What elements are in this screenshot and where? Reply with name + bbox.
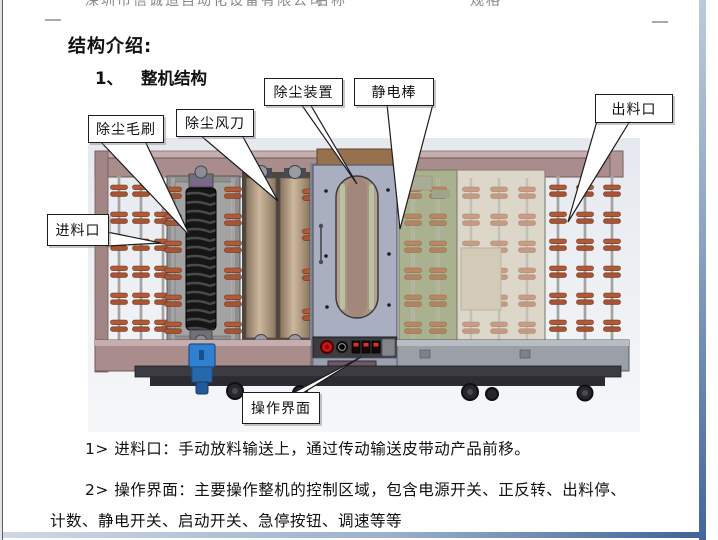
outlet-rollers bbox=[550, 176, 621, 344]
window-left-edge bbox=[0, 0, 2, 540]
outlet-enclosure bbox=[398, 169, 546, 346]
callout-air-knife: 除尘风刀 bbox=[176, 109, 254, 137]
margin-crop-mark-right bbox=[652, 21, 668, 23]
window-bottom-border bbox=[3, 532, 699, 538]
callout-control-panel: 操作界面 bbox=[242, 392, 320, 424]
machine-base-frame bbox=[94, 339, 630, 402]
air-knife-section bbox=[242, 165, 320, 348]
paragraph-panel-description: 2> 操作界面：主要操作整机的控制区域，包含电源开关、正反转、出料停、 bbox=[85, 481, 627, 499]
paragraph-inlet-description: 1> 进料口：手动放料输送上，通过传动输送皮带动产品前移。 bbox=[85, 440, 531, 458]
window-right-border bbox=[699, 0, 706, 540]
led-displays bbox=[351, 340, 381, 354]
callout-leaders bbox=[98, 103, 632, 394]
paragraph-panel-description-cont: 计数、静电开关、启动开关、急停按钮、调速等等 bbox=[50, 512, 403, 530]
control-panel bbox=[312, 336, 398, 373]
page-header-fragment: 名称 bbox=[315, 0, 347, 8]
page-title: 结构介绍: bbox=[68, 36, 153, 57]
callout-inlet: 进料口 bbox=[47, 214, 109, 246]
section-number: 1、 bbox=[95, 69, 123, 88]
page-header-fragment: 规格 bbox=[470, 0, 502, 8]
page-header-fragment: 深圳市信诚造自动化设备有限公司 bbox=[85, 0, 325, 8]
callout-dust-brush: 除尘毛刷 bbox=[88, 115, 164, 143]
section-title: 整机结构 bbox=[140, 69, 207, 88]
section-heading: 1、整机结构 bbox=[95, 65, 207, 89]
page-left-border bbox=[2, 0, 3, 540]
callout-outlet: 出料口 bbox=[595, 94, 673, 123]
callout-static-bar: 静电棒 bbox=[354, 78, 434, 106]
inlet-conveyor-rollers bbox=[111, 176, 172, 344]
machine-top-beam bbox=[94, 150, 624, 373]
dust-brush-section bbox=[165, 165, 242, 348]
diagram-background bbox=[88, 138, 640, 432]
margin-crop-mark-left bbox=[45, 19, 61, 21]
dust-device-cabinet bbox=[310, 148, 398, 373]
callout-dust-device: 除尘装置 bbox=[264, 78, 343, 106]
drive-motor bbox=[188, 343, 216, 395]
